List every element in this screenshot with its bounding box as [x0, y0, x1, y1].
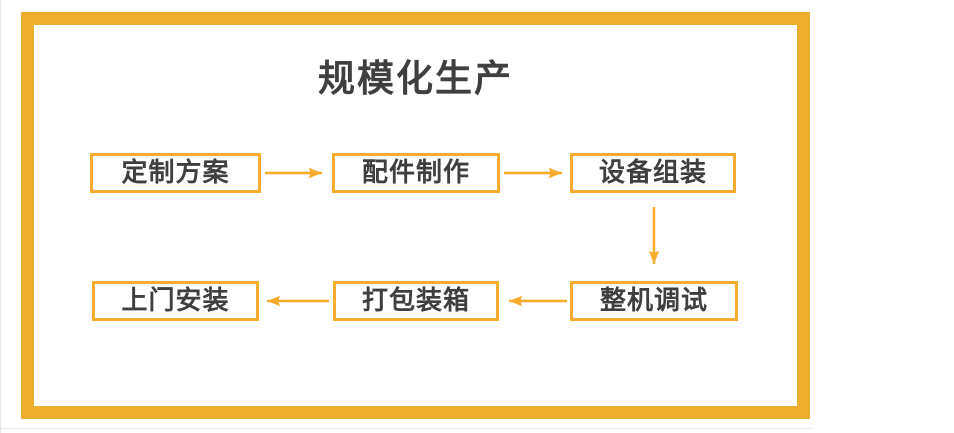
flow-step-custom-plan: 定制方案 — [90, 153, 261, 193]
page-bottom-edge-line — [0, 428, 811, 429]
diagram-frame — [21, 12, 810, 419]
flow-step-machine-debugging: 整机调试 — [570, 281, 738, 321]
flow-step-onsite-installation: 上门安装 — [92, 281, 259, 321]
flow-step-packing: 打包装箱 — [333, 281, 499, 321]
diagram-title: 规模化生产 — [318, 58, 513, 99]
page-left-edge-line — [0, 0, 1, 433]
flow-step-parts-fabrication: 配件制作 — [332, 153, 500, 193]
flow-step-equipment-assembly: 设备组装 — [570, 153, 736, 193]
